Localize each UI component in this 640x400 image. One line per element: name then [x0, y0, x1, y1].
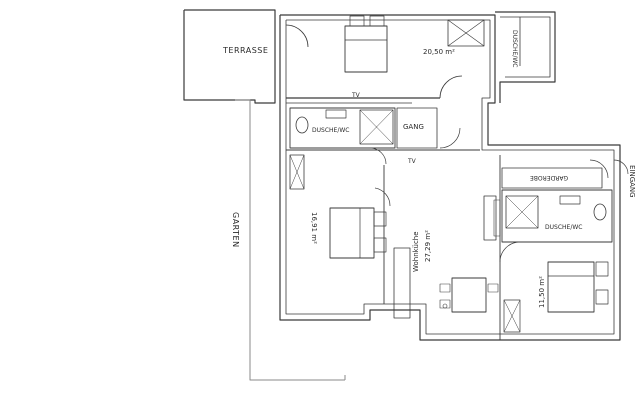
- label-garten: GARTEN: [231, 212, 240, 248]
- bathroom-left: [289, 107, 396, 149]
- label-gang: GANG: [403, 123, 424, 131]
- hallway: [396, 107, 438, 149]
- bathroom-right: [501, 189, 613, 243]
- annex-wall: [495, 11, 556, 103]
- label-dusche-wc-left: DUSCHE/WC: [312, 127, 350, 134]
- label-terrasse: TERRASSE: [223, 46, 269, 55]
- label-area-top-bedroom: 20,50 m²: [423, 48, 455, 56]
- label-dusche-wc-top: DUSCHE/WC: [511, 30, 518, 68]
- label-garderobe: GARDEROBE: [530, 174, 569, 181]
- label-area-right-bedroom: 11,50 m²: [538, 276, 546, 308]
- outer-wall: [279, 14, 621, 341]
- label-tv-top: TV: [352, 92, 360, 99]
- label-dusche-wc-right: DUSCHE/WC: [545, 224, 583, 231]
- label-eingang: EINGANG: [628, 165, 636, 198]
- bed-top: [344, 25, 388, 73]
- label-wohnkueche: Wohnküche: [412, 231, 420, 272]
- label-area-left-bedroom: 16,91 m²: [310, 212, 318, 244]
- bed-right: [547, 261, 595, 313]
- bed-left: [329, 207, 375, 259]
- wardrobe-right: [501, 167, 603, 189]
- sofa: [483, 195, 497, 241]
- dining-table: [451, 277, 487, 313]
- label-tv-mid: TV: [408, 158, 416, 165]
- terrace-outline: [183, 9, 276, 104]
- label-area-wohnkueche: 27,29 m²: [424, 230, 432, 262]
